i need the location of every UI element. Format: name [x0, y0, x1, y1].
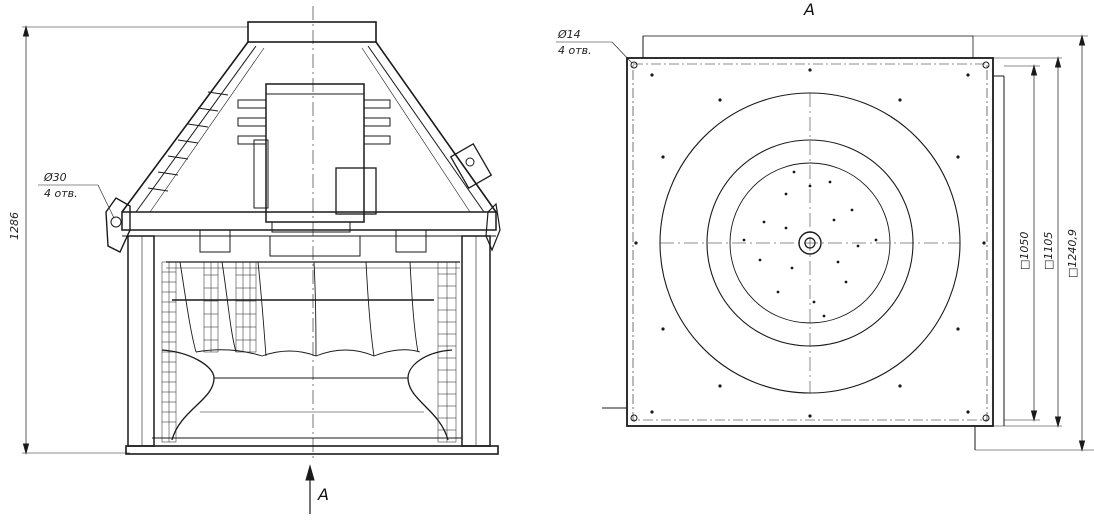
- inlet-arrow-label: A: [317, 485, 329, 504]
- lug-hole-count: 4 отв.: [44, 187, 78, 200]
- fan-side-view: [22, 6, 501, 514]
- impeller-blades: [166, 261, 460, 357]
- dim-1240-9: □1240,9: [1066, 229, 1079, 278]
- fan-plan-view: [556, 34, 1094, 452]
- mounting-holes: [634, 68, 986, 418]
- plan-hole-diameter: Ø14: [557, 28, 581, 41]
- plan-hole-count: 4 отв.: [558, 44, 592, 57]
- dim-1105: □1105: [1042, 232, 1055, 270]
- dim-1050: □1050: [1018, 232, 1031, 270]
- view-label: A: [803, 0, 815, 19]
- height-dimension: 1286: [8, 212, 21, 240]
- lug-hole-diameter: Ø30: [43, 171, 67, 184]
